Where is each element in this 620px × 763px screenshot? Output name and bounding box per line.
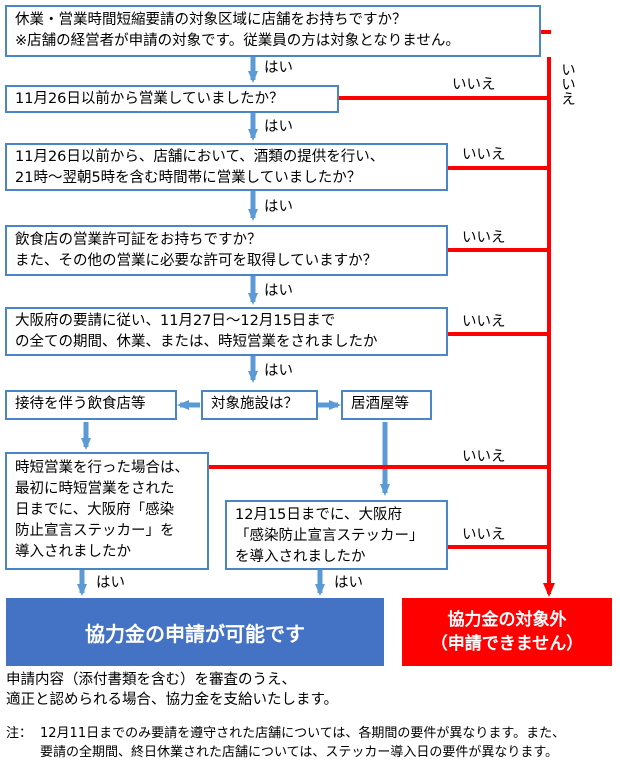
question-operation-start: 11月26日以前から営業していましたか？ [5, 85, 339, 113]
result-eligible: 協力金の申請が可能です [6, 598, 384, 666]
no-label-7: いいえ [462, 527, 506, 543]
no-label-5: いいえ [462, 314, 506, 330]
note-label: 注： [6, 726, 33, 741]
question-alcohol-service: 11月26日以前から、店舗において、酒類の提供を行い、 21時～翌朝5時を含む時… [5, 143, 448, 191]
yes-label-left-final: はい [96, 575, 125, 591]
yes-label-1: はい [264, 60, 293, 76]
question-target-area: 休業・営業時間短縮要請の対象区域に店舗をお持ちですか？ ※店舗の経営者が申請の対… [5, 5, 541, 57]
question-compliance-period: 大阪府の要請に従い、11月27日～12月15日まで の全ての期間、休業、または、… [5, 307, 448, 356]
no-label-3: いいえ [462, 147, 506, 163]
yes-label-right-final: はい [334, 575, 363, 591]
question-sticker-izakaya: 12月15日までに、大阪府 「感染防止宣言ステッカー」 を導入されましたか [225, 500, 448, 570]
review-description: 申請内容（添付書類を含む）を審査のうえ、 適正と認められる場合、協力金を支給いた… [6, 672, 339, 708]
no-label-1-vertical: いいえ [559, 62, 575, 106]
yes-label-2: はい [264, 119, 293, 135]
question-sticker-hostess: 時短営業を行った場合は、 最初に時短営業をされた 日までに、大阪府「感染 防止宣… [5, 452, 209, 570]
no-label-6: いいえ [462, 449, 506, 465]
facility-type-izakaya: 居酒屋等 [341, 390, 432, 420]
yes-label-4: はい [264, 283, 293, 299]
result-ineligible: 協力金の対象外 （申請できません） [402, 598, 612, 666]
no-label-4: いいえ [462, 230, 506, 246]
note-text: 12月11日までのみ要請を遵守された店舗については、各期間の要件が異なります。ま… [40, 726, 566, 760]
yes-label-5: はい [264, 363, 293, 379]
yes-label-3: はい [264, 199, 293, 215]
facility-type-hostess: 接待を伴う飲食店等 [5, 390, 177, 420]
no-label-2: いいえ [452, 77, 496, 93]
question-business-permit: 飲食店の営業許可証をお持ちですか？ また、その他の営業に必要な許可を取得していま… [5, 225, 448, 276]
facility-type-question: 対象施設は？ [201, 390, 318, 420]
